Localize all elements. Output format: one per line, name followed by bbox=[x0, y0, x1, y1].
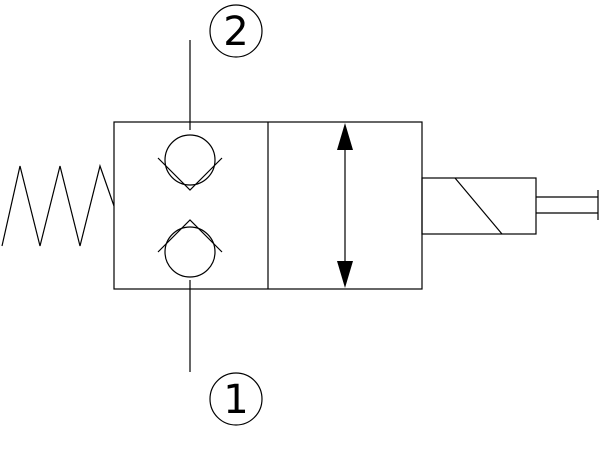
check-valve-upper bbox=[157, 134, 223, 191]
port-1-label: 1 bbox=[223, 377, 248, 423]
solenoid-rod bbox=[536, 190, 599, 220]
spring-symbol bbox=[1, 163, 115, 247]
port-1-marker: 1 bbox=[209, 372, 263, 426]
port-2-label: 2 bbox=[223, 9, 248, 55]
arrow-head-up bbox=[337, 123, 353, 150]
solenoid-actuator bbox=[421, 177, 537, 235]
flow-arrow bbox=[337, 123, 353, 288]
port-2-marker: 2 bbox=[209, 4, 263, 58]
solenoid-coil-diagonal bbox=[454, 177, 503, 235]
arrow-head-down bbox=[337, 261, 353, 288]
check-valve-lower bbox=[157, 219, 223, 278]
